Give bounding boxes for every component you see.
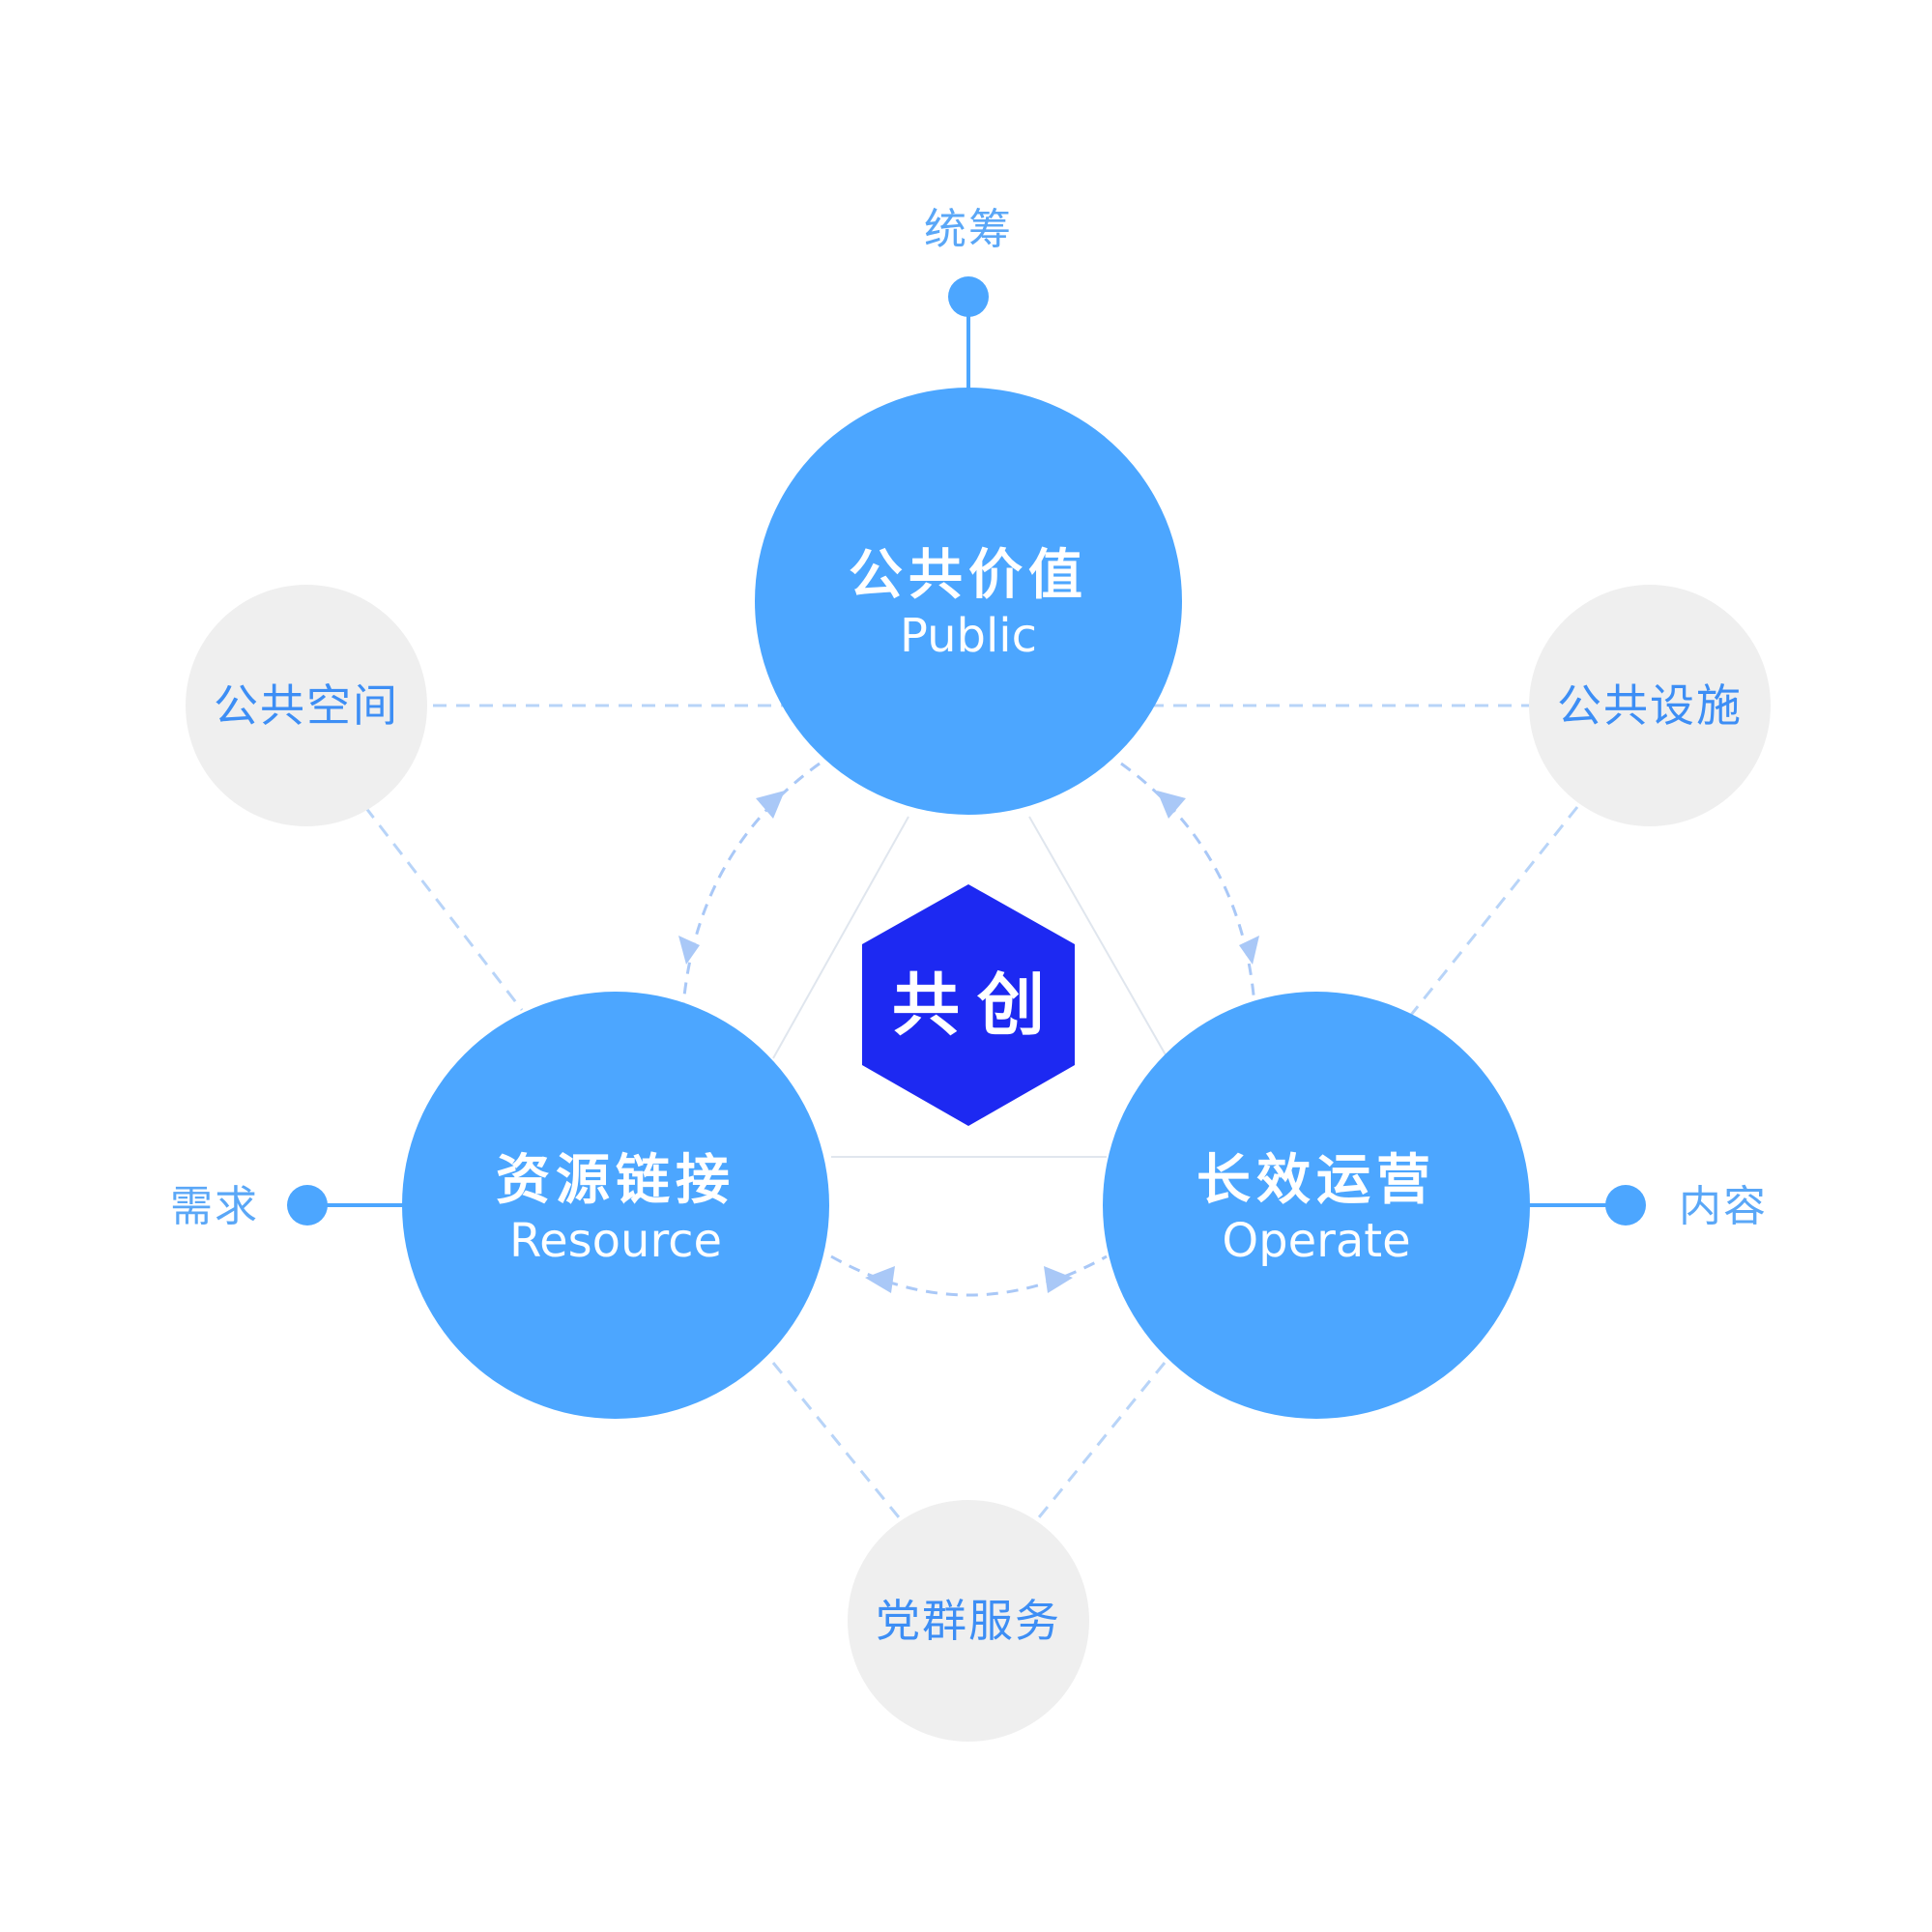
satellite-circle [848, 1500, 1089, 1742]
connector-resource-to-service [771, 1362, 901, 1518]
arrow-public-resource [681, 762, 821, 1006]
arrow-public-operate [1120, 762, 1256, 1006]
dashed-connectors [363, 704, 1579, 1518]
pin-dot-left [287, 1185, 328, 1226]
main-subtitle-public: Public [900, 609, 1037, 663]
connector-operate-to-service [1037, 1362, 1167, 1518]
pin-label-left: 需求 [170, 1182, 259, 1231]
connector-facility-to-operate [1409, 806, 1579, 1016]
arrowhead-icon [678, 936, 700, 965]
cycle-arrows [681, 762, 1256, 1297]
main-node-resource: 资源链接 Resource [402, 992, 829, 1419]
arrowhead-icon [1044, 1266, 1073, 1293]
center-hexagon: 共创 [862, 884, 1075, 1126]
main-node-public: 公共价值 Public [755, 388, 1182, 815]
arrowhead-icon [756, 791, 785, 819]
pin-dot-right [1605, 1185, 1646, 1226]
satellite-space: 公共空间 [186, 585, 427, 826]
satellite-label-space: 公共空间 [214, 679, 399, 732]
main-title-public: 公共价值 [849, 544, 1088, 607]
inner-line-right [1028, 816, 1168, 1059]
satellite-label-service: 党群服务 [876, 1595, 1061, 1647]
main-circle [402, 992, 829, 1419]
pin-label-right: 内容 [1679, 1182, 1768, 1231]
arrow-resource-operate [830, 1254, 1108, 1297]
satellite-label-facility: 公共设施 [1557, 679, 1743, 732]
main-title-operate: 长效运营 [1197, 1149, 1436, 1212]
satellite-service: 党群服务 [848, 1500, 1089, 1742]
pins [287, 276, 1646, 1226]
inner-line-left [772, 816, 909, 1059]
main-subtitle-operate: Operate [1222, 1214, 1410, 1268]
connector-space-to-resource [363, 806, 524, 1011]
arrowhead-icon [865, 1266, 895, 1293]
satellite-circle [1529, 585, 1771, 826]
main-circle [1103, 992, 1530, 1419]
satellite-facility: 公共设施 [1529, 585, 1771, 826]
main-node-operate: 长效运营 Operate [1103, 992, 1530, 1419]
arrowhead-icon [1239, 936, 1259, 965]
center-label: 共创 [892, 966, 1062, 1045]
satellite-circle [186, 585, 427, 826]
main-subtitle-resource: Resource [509, 1214, 722, 1268]
main-title-resource: 资源链接 [496, 1149, 735, 1212]
main-circle [755, 388, 1182, 815]
pin-label-top: 统筹 [924, 205, 1013, 254]
arrowhead-icon [1157, 791, 1186, 819]
hexagon-shape [862, 884, 1075, 1126]
inner-triangle [772, 816, 1168, 1158]
cycle-arrowheads [678, 791, 1259, 1293]
pin-dot-top [948, 276, 989, 317]
